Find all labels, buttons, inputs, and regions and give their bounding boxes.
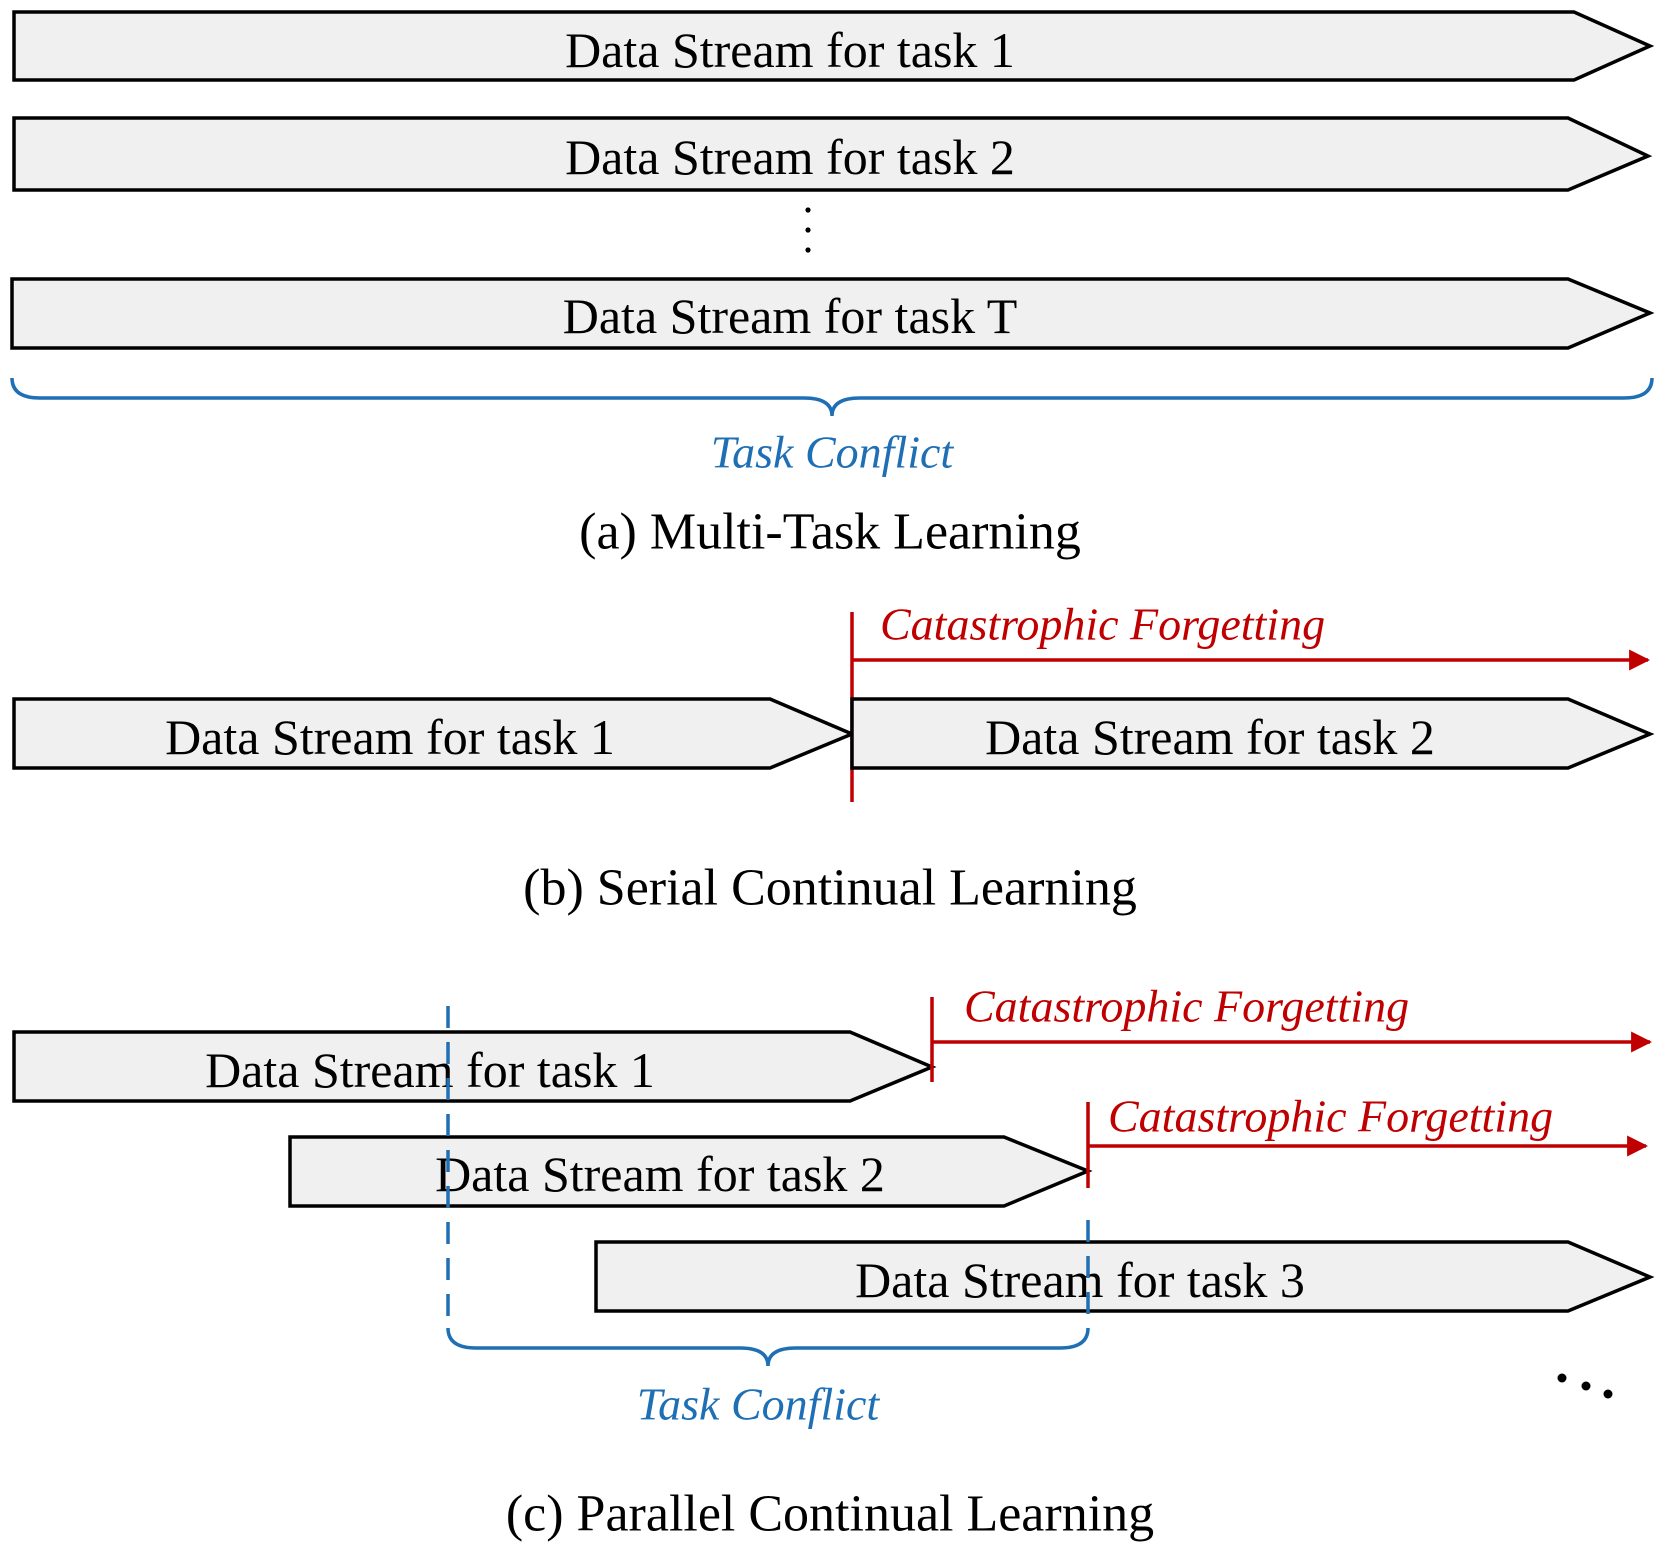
task-conflict-brace-c [446,1327,1090,1367]
forgetting-label-b: Catastrophic Forgetting [880,599,1325,650]
caption-b: (b) Serial Continual Learning [523,860,1137,917]
caption-a: (a) Multi-Task Learning [579,504,1081,561]
forgetting-label-c-2: Catastrophic Forgetting [1108,1091,1553,1142]
stream-a-1-label: Data Stream for task 1 [565,22,1015,78]
stream-a-2-label: Data Stream for task 2 [565,129,1015,185]
stream-c-2-label: Data Stream for task 2 [435,1146,885,1202]
task-conflict-brace-a [10,377,1654,417]
task-conflict-label-a: Task Conflict [711,427,955,478]
vertical-ellipsis [805,207,811,253]
stream-a-t-label: Data Stream for task T [563,288,1018,344]
panel-b: Catastrophic Forgetting Data Stream for … [12,599,1655,917]
stream-c-1-label: Data Stream for task 1 [205,1042,655,1098]
stream-b-1-label: Data Stream for task 1 [165,709,615,765]
panel-a: Data Stream for task 1 Data Stream for t… [10,10,1655,561]
stream-b-1: Data Stream for task 1 [12,697,857,770]
stream-c-2: Data Stream for task 2 [288,1135,1093,1208]
stream-b-2-label: Data Stream for task 2 [985,709,1435,765]
stream-c-1: Data Stream for task 1 [12,1030,937,1103]
task-conflict-label-c: Task Conflict [637,1379,881,1430]
forgetting-label-c-1: Catastrophic Forgetting [964,981,1409,1032]
stream-a-1: Data Stream for task 1 [12,10,1655,82]
stream-b-2: Data Stream for task 2 [850,697,1655,770]
stream-a-2: Data Stream for task 2 [12,116,1653,192]
continuation-ellipsis [1557,1373,1613,1399]
caption-c: (c) Parallel Continual Learning [506,1486,1154,1543]
stream-c-3: Data Stream for task 3 [594,1240,1655,1313]
stream-c-3-label: Data Stream for task 3 [855,1252,1305,1308]
panel-c: Data Stream for task 1 Catastrophic Forg… [12,981,1655,1543]
stream-a-t: Data Stream for task T [10,277,1655,350]
